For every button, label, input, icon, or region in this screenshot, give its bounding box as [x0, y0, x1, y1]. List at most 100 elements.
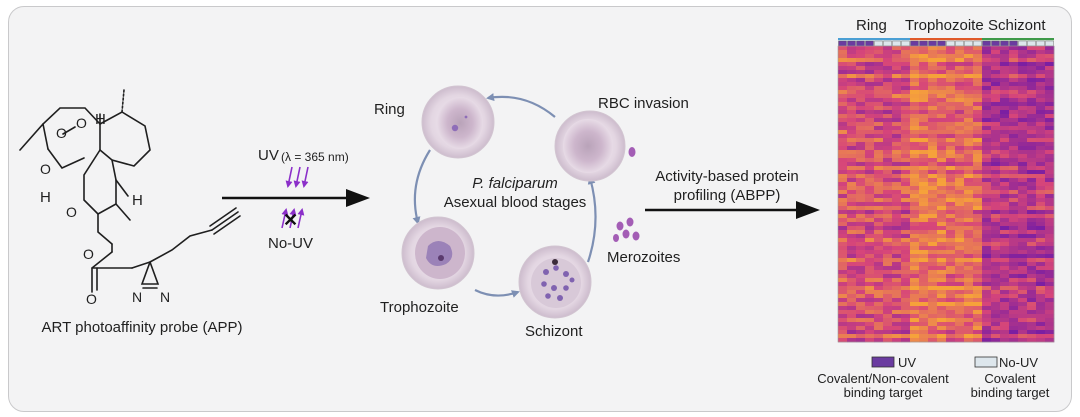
heatmap-cell	[982, 246, 992, 251]
heatmap-cell	[892, 74, 902, 79]
heatmap-cell	[919, 46, 929, 51]
stage-rbc-invasion-label: RBC invasion	[598, 95, 689, 112]
heatmap-cell	[982, 174, 992, 179]
heatmap-cell	[1000, 54, 1010, 59]
heatmap-cell	[937, 78, 947, 83]
heatmap-cell	[1009, 70, 1019, 75]
heatmap-cell	[964, 294, 974, 299]
heatmap-cell	[964, 246, 974, 251]
heatmap-cell	[838, 134, 848, 139]
heatmap-cell	[928, 318, 938, 323]
heatmap-cell	[955, 262, 965, 267]
heatmap-cell	[1045, 290, 1055, 295]
heatmap-cell	[982, 150, 992, 155]
heatmap-cell	[883, 186, 893, 191]
heatmap-cell	[982, 218, 992, 223]
heatmap-cell	[1036, 238, 1046, 243]
heatmap-cell	[910, 122, 920, 127]
heatmap-cell	[892, 170, 902, 175]
heatmap-cell	[892, 158, 902, 163]
heatmap-cell	[955, 110, 965, 115]
heatmap-cell	[973, 82, 983, 87]
heatmap-cell	[874, 226, 884, 231]
heatmap-cell	[973, 70, 983, 75]
heatmap-cell	[1009, 170, 1019, 175]
heatmap-cell	[1018, 166, 1028, 171]
heatmap-cell	[937, 186, 947, 191]
heatmap-cell	[901, 94, 911, 99]
atom-n-2: N	[160, 289, 171, 305]
heatmap-cell	[901, 326, 911, 331]
legend-uv-label: UV	[898, 355, 917, 370]
heatmap-cell	[883, 110, 893, 115]
heatmap-cell	[964, 158, 974, 163]
heatmap-cell	[964, 250, 974, 255]
heatmap-cell	[883, 206, 893, 211]
stage-ring-label: Ring	[374, 101, 405, 118]
heatmap-cell	[1009, 174, 1019, 179]
heatmap-cell	[1036, 90, 1046, 95]
abpp-label-line2: profiling (ABPP)	[673, 187, 781, 204]
heatmap-cell	[874, 74, 884, 79]
heatmap-cell	[883, 330, 893, 335]
heatmap-cell	[964, 254, 974, 259]
heatmap-cell	[946, 294, 956, 299]
heatmap-cell	[901, 46, 911, 51]
heatmap-cell	[883, 282, 893, 287]
heatmap-cell	[937, 142, 947, 147]
heatmap-cell	[847, 286, 857, 291]
heatmap-cell	[856, 58, 866, 63]
heatmap-cell	[901, 262, 911, 267]
heatmap-cell	[1027, 310, 1037, 315]
heatmap-cell	[856, 250, 866, 255]
heatmap-cell	[910, 258, 920, 263]
heatmap-cell	[964, 82, 974, 87]
cycle-arrow-rbc-to-ring	[486, 93, 556, 118]
peroxide-ring	[42, 107, 101, 150]
heatmap-cell	[910, 74, 920, 79]
heatmap-cell	[1009, 82, 1019, 87]
heatmap-cell	[838, 214, 848, 219]
heatmap-cell	[946, 282, 956, 287]
heatmap-cell	[991, 222, 1001, 227]
heatmap-cell	[838, 114, 848, 119]
heatmap-cell	[1000, 246, 1010, 251]
heatmap-cell	[955, 94, 965, 99]
heatmap-cell	[874, 318, 884, 323]
heatmap-cell	[883, 226, 893, 231]
heatmap-cell	[1009, 118, 1019, 123]
heatmap-cell	[973, 170, 983, 175]
heatmap-cell	[865, 130, 875, 135]
heatmap-cell	[991, 170, 1001, 175]
heatmap-cell	[1036, 74, 1046, 79]
heatmap-cell	[973, 182, 983, 187]
heatmap-cell	[964, 122, 974, 127]
heatmap-cell	[964, 238, 974, 243]
heatmap-cell	[946, 166, 956, 171]
heatmap-cell	[883, 326, 893, 331]
heatmap-cell	[901, 106, 911, 111]
heatmap-cell	[1000, 158, 1010, 163]
heatmap-cell	[1009, 106, 1019, 111]
heatmap-cell	[946, 138, 956, 143]
heatmap-cell	[838, 46, 848, 51]
atom-h-right: H	[132, 192, 143, 209]
heatmap-cell	[1027, 218, 1037, 223]
heatmap-cell	[955, 278, 965, 283]
heatmap-cell	[847, 78, 857, 83]
heatmap-cell	[973, 266, 983, 271]
heatmap-cell	[874, 218, 884, 223]
heatmap-cell	[865, 158, 875, 163]
heatmap-cell	[1036, 234, 1046, 239]
heatmap-cell	[964, 338, 974, 343]
heatmap-cell	[964, 130, 974, 135]
heatmap-cell	[1009, 262, 1019, 267]
heatmap-cell	[892, 262, 902, 267]
heatmap-cell	[1009, 238, 1019, 243]
heatmap-cell	[937, 226, 947, 231]
heatmap-cell	[1027, 82, 1037, 87]
heatmap-cell	[1045, 110, 1055, 115]
heatmap-cell	[883, 274, 893, 279]
heatmap-cell	[1018, 62, 1028, 67]
heatmap-cell	[901, 294, 911, 299]
